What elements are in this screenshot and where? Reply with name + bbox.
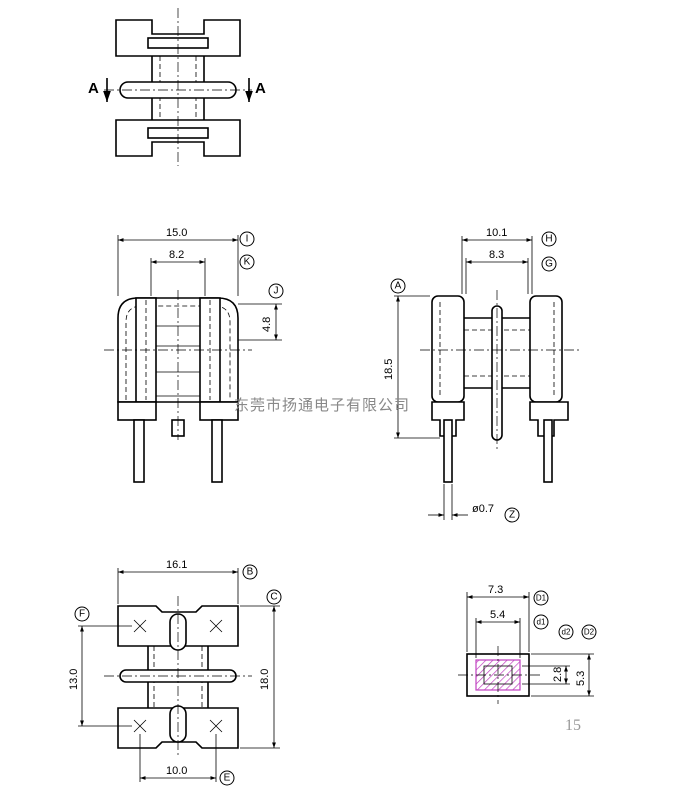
callout-z: Z bbox=[509, 510, 515, 521]
dim-18-0: 18.0 bbox=[259, 669, 271, 690]
callout-a: A bbox=[395, 281, 402, 292]
dim-pin-dia: ø0.7 bbox=[472, 503, 494, 515]
callout-h: H bbox=[545, 234, 552, 245]
top-view: A A bbox=[88, 8, 266, 166]
callout-d2-lower: d2 bbox=[562, 628, 571, 637]
dim-16-1: 16.1 bbox=[166, 559, 187, 571]
side-view: 15.0 8.2 4.8 I K J bbox=[104, 227, 284, 483]
dim-10-0: 10.0 bbox=[166, 765, 187, 777]
dim-18-5: 18.5 bbox=[383, 359, 395, 380]
callout-k: K bbox=[244, 257, 251, 268]
callout-d2-upper: D2 bbox=[584, 628, 595, 637]
page-number: 15 bbox=[565, 717, 581, 734]
dim-2-8: 2.8 bbox=[552, 667, 564, 682]
section-label-left: A bbox=[88, 80, 99, 97]
callout-d1-lower: d1 bbox=[537, 618, 546, 627]
dim-13-0: 13.0 bbox=[68, 669, 80, 690]
callout-g: G bbox=[545, 259, 553, 270]
callout-f: F bbox=[79, 609, 85, 620]
dim-4-8: 4.8 bbox=[261, 317, 273, 332]
dim-5-3: 5.3 bbox=[575, 671, 587, 686]
dim-8-2: 8.2 bbox=[169, 249, 184, 261]
dim-8-3: 8.3 bbox=[489, 249, 504, 261]
callout-c: C bbox=[270, 592, 277, 603]
callout-b: B bbox=[247, 567, 254, 578]
dim-10-1: 10.1 bbox=[486, 227, 507, 239]
dim-7-3: 7.3 bbox=[488, 584, 503, 596]
callout-d1-upper: D1 bbox=[536, 594, 547, 603]
dim-15-0: 15.0 bbox=[166, 227, 187, 239]
front-view: 10.1 8.3 18.5 ø0.7 H G A Z bbox=[383, 227, 580, 523]
callout-e: E bbox=[224, 773, 231, 784]
bottom-view: 16.1 13.0 18.0 10.0 B C F E bbox=[68, 559, 282, 786]
callout-i: I bbox=[246, 234, 249, 245]
detail-view: 7.3 5.4 2.8 5.3 D1 d1 d2 D2 bbox=[458, 584, 597, 704]
dim-5-4: 5.4 bbox=[490, 609, 505, 621]
section-label-right: A bbox=[255, 80, 266, 97]
callout-j: J bbox=[274, 286, 279, 297]
watermark-text: 东莞市扬通电子有限公司 bbox=[234, 396, 410, 414]
